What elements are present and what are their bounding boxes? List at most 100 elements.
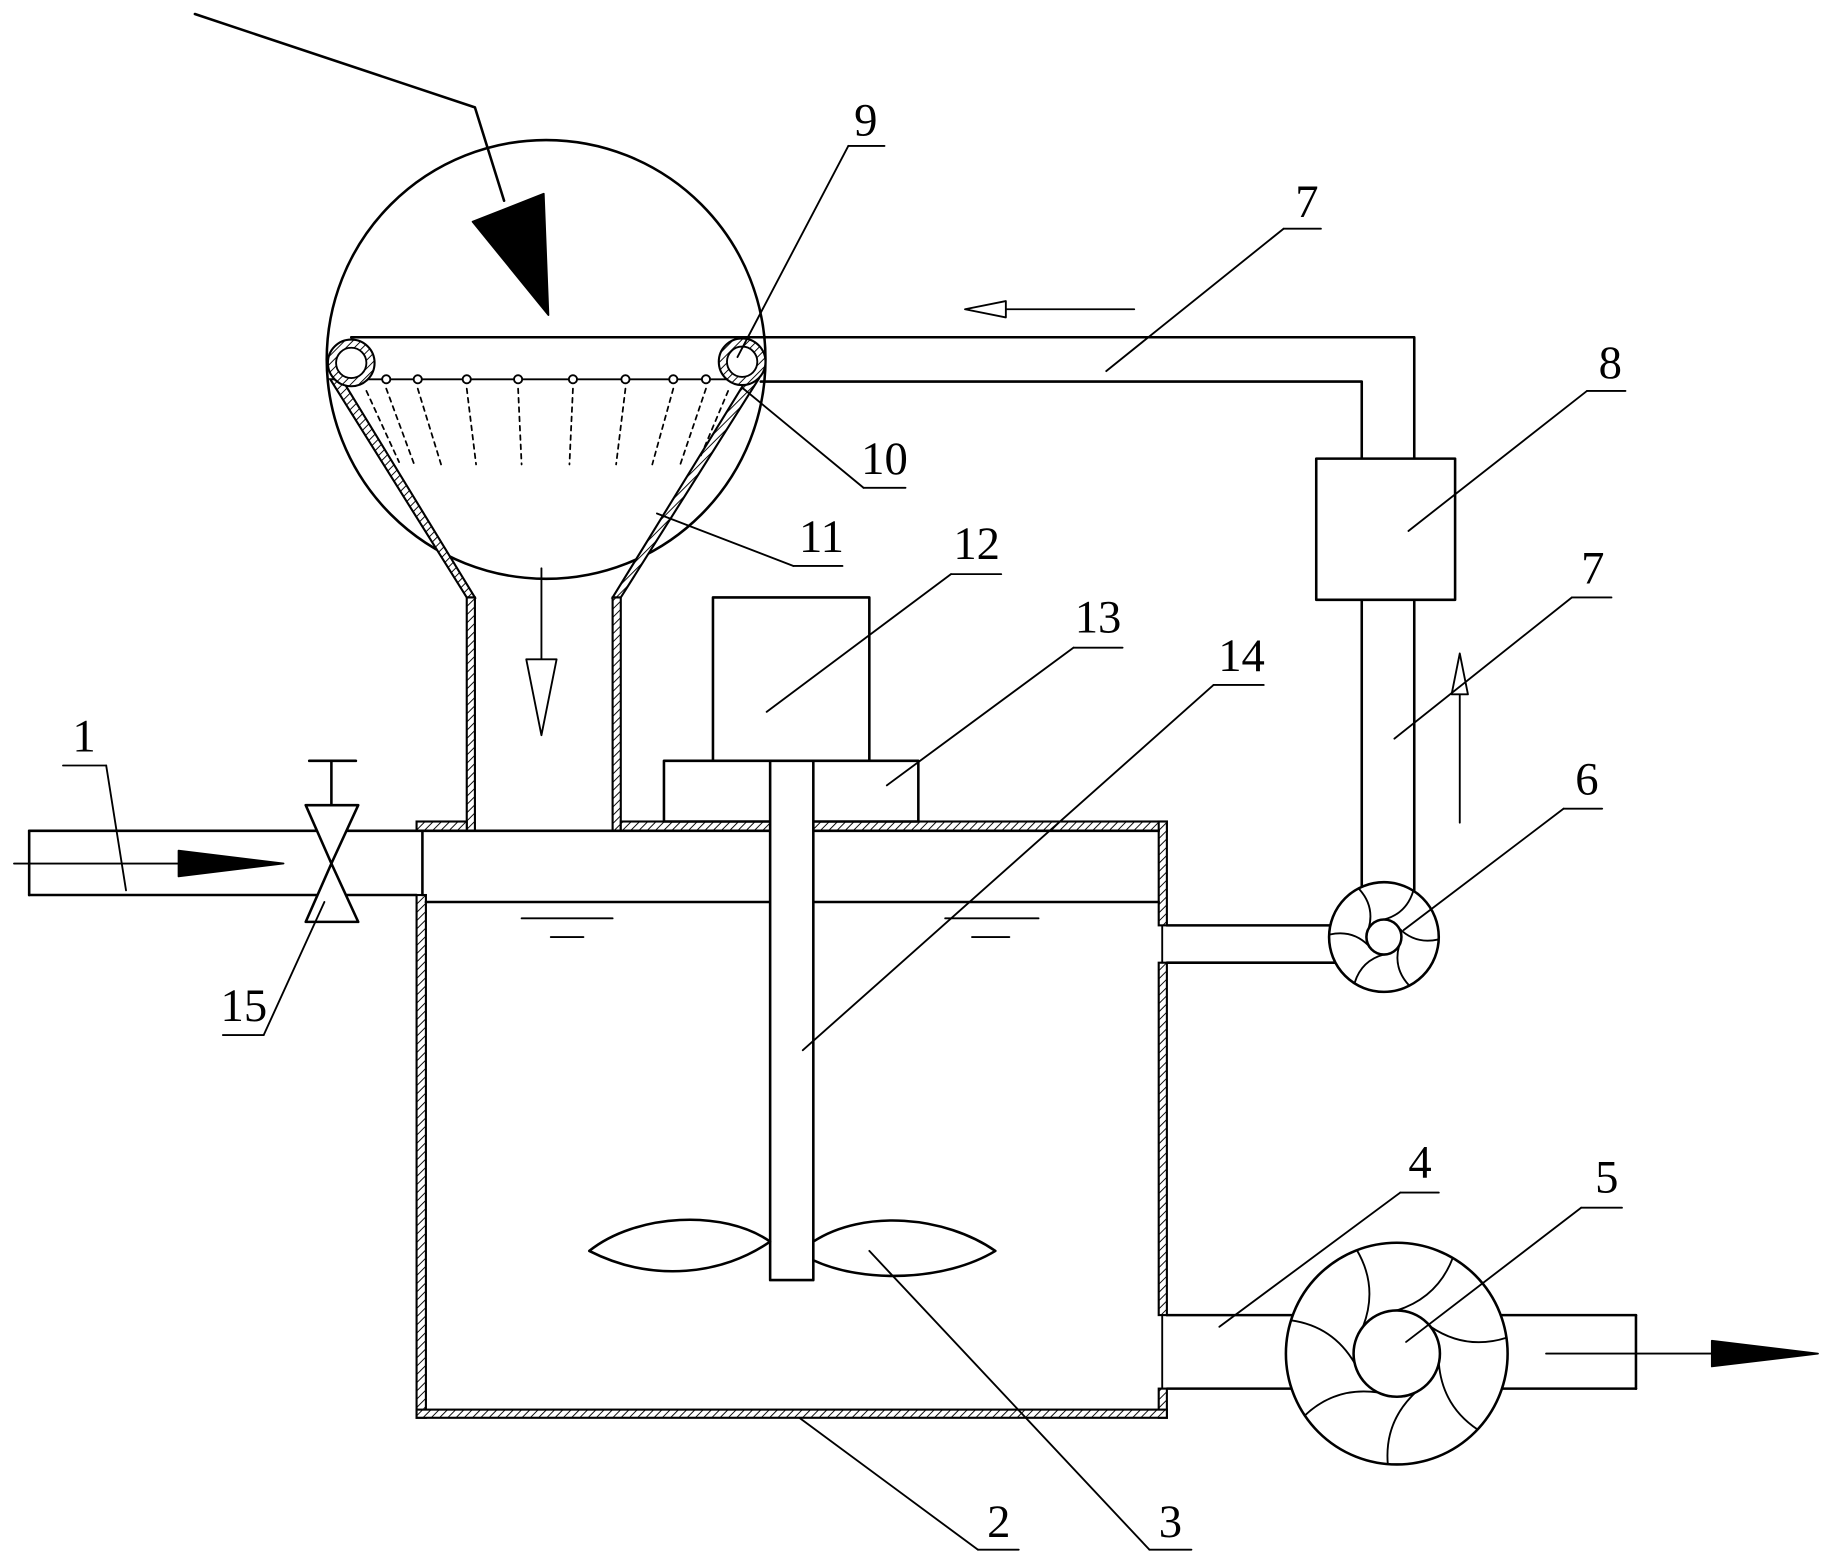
return-pipe: [349, 335, 1416, 894]
nozzle: [381, 374, 392, 385]
feed-arrow-head: [471, 192, 550, 316]
circulation-pump: [1165, 880, 1441, 994]
hopper-left-wall: [328, 378, 477, 599]
impeller: [587, 1218, 997, 1278]
leader-line: [736, 144, 850, 359]
callout-label: 15: [221, 980, 268, 1032]
spray-header-right: [717, 337, 767, 387]
lid-left: [415, 820, 468, 832]
nozzle-row: [363, 374, 732, 385]
spray-header-left: [326, 338, 376, 388]
inlet-arrow-head: [177, 849, 285, 878]
detail-circle: [325, 138, 767, 581]
feed-arrow: [193, 12, 550, 316]
impeller-blade-right: [812, 1219, 997, 1278]
neck-right-wall: [611, 596, 622, 832]
nozzle: [513, 374, 524, 385]
spray-line: [517, 387, 523, 466]
leader-line: [1407, 389, 1588, 532]
callout-14: 14: [801, 630, 1265, 1052]
valve: [304, 759, 360, 924]
spray-line: [365, 390, 400, 463]
discharge-pump: [1165, 1241, 1819, 1466]
callout-label: 9: [854, 94, 877, 146]
lid-middle: [619, 820, 772, 832]
feed-arrow-shaft: [193, 12, 506, 203]
callout-label: 6: [1575, 754, 1598, 806]
callout-7-lower: 7: [1393, 542, 1613, 740]
leader-line: [765, 573, 952, 713]
inlet-pipe: [13, 829, 424, 897]
callout-4: 4: [1218, 1136, 1440, 1328]
callout-label: 13: [1075, 591, 1122, 643]
hopper-neck: [465, 567, 622, 832]
tank-left-wall: [415, 893, 427, 1419]
nozzle: [700, 374, 711, 385]
liquid-level-left: [520, 917, 614, 938]
callout-label: 14: [1218, 630, 1265, 682]
spray-line: [568, 387, 574, 466]
callout-label: 12: [953, 518, 1000, 570]
discharge-arrow-head: [1710, 1339, 1819, 1368]
callout-8: 8: [1407, 337, 1627, 532]
leader-line: [262, 901, 326, 1036]
callout-7-upper: 7: [1105, 176, 1322, 373]
callout-label: 10: [861, 433, 908, 485]
callout-label: 4: [1408, 1136, 1431, 1188]
callout-label: 1: [72, 710, 95, 762]
leader-line: [105, 764, 127, 892]
motor: [711, 596, 871, 763]
impeller-blade-left: [587, 1218, 772, 1273]
spray-pattern: [365, 387, 730, 466]
spray-line: [385, 387, 416, 466]
callout-9: 9: [736, 94, 886, 359]
callout-label: 7: [1295, 176, 1318, 228]
nozzle: [461, 374, 472, 385]
nozzle: [567, 374, 578, 385]
callout-10: 10: [742, 387, 908, 489]
spray-line: [465, 387, 477, 466]
nozzle: [668, 374, 679, 385]
valve-body-top: [304, 803, 360, 865]
leader-line: [798, 1416, 979, 1551]
leader-line: [885, 646, 1075, 787]
arrow-head: [1450, 652, 1469, 696]
callout-label: 3: [1159, 1496, 1182, 1548]
leader-line: [742, 387, 865, 489]
pipe-bore: [726, 345, 759, 378]
neck-left-wall: [465, 596, 476, 832]
leader-line: [1105, 227, 1285, 373]
arrow-head: [525, 658, 558, 737]
filter-box: [1314, 457, 1457, 602]
callout-13: 13: [885, 591, 1124, 787]
spray-line: [679, 387, 707, 466]
spray-line: [699, 390, 730, 459]
return-pipe-outer-edge: [349, 335, 1416, 460]
agitator-shaft: [768, 759, 815, 1282]
callout-label: 11: [799, 511, 844, 563]
leader-line: [1218, 1191, 1402, 1328]
leader-line: [801, 684, 1215, 1052]
callout-label: 5: [1595, 1152, 1618, 1204]
spray-line: [651, 387, 675, 466]
callout-2: 2: [798, 1416, 1020, 1551]
pipe-bore: [335, 346, 368, 380]
liquid-level-right: [944, 917, 1040, 938]
leader-line: [1402, 807, 1565, 931]
leader-line: [868, 1249, 1151, 1551]
nozzle: [412, 374, 423, 385]
leader-line: [1405, 1206, 1583, 1343]
nozzle: [620, 374, 631, 385]
tank-bottom: [415, 1408, 1168, 1419]
callout-label: 8: [1599, 337, 1622, 389]
callout-label: 2: [987, 1496, 1010, 1548]
pump-hub: [1365, 918, 1403, 956]
pump-hub: [1352, 1309, 1442, 1399]
return-flow-arrow: [964, 300, 1136, 319]
lid-right: [812, 820, 1168, 832]
tank-right-wall: [1157, 820, 1168, 927]
return-pipe-inner-edge: [759, 380, 1364, 460]
spray-line: [416, 387, 442, 466]
tank-right-wall: [1157, 961, 1168, 1317]
valve-body-bottom: [304, 862, 360, 924]
